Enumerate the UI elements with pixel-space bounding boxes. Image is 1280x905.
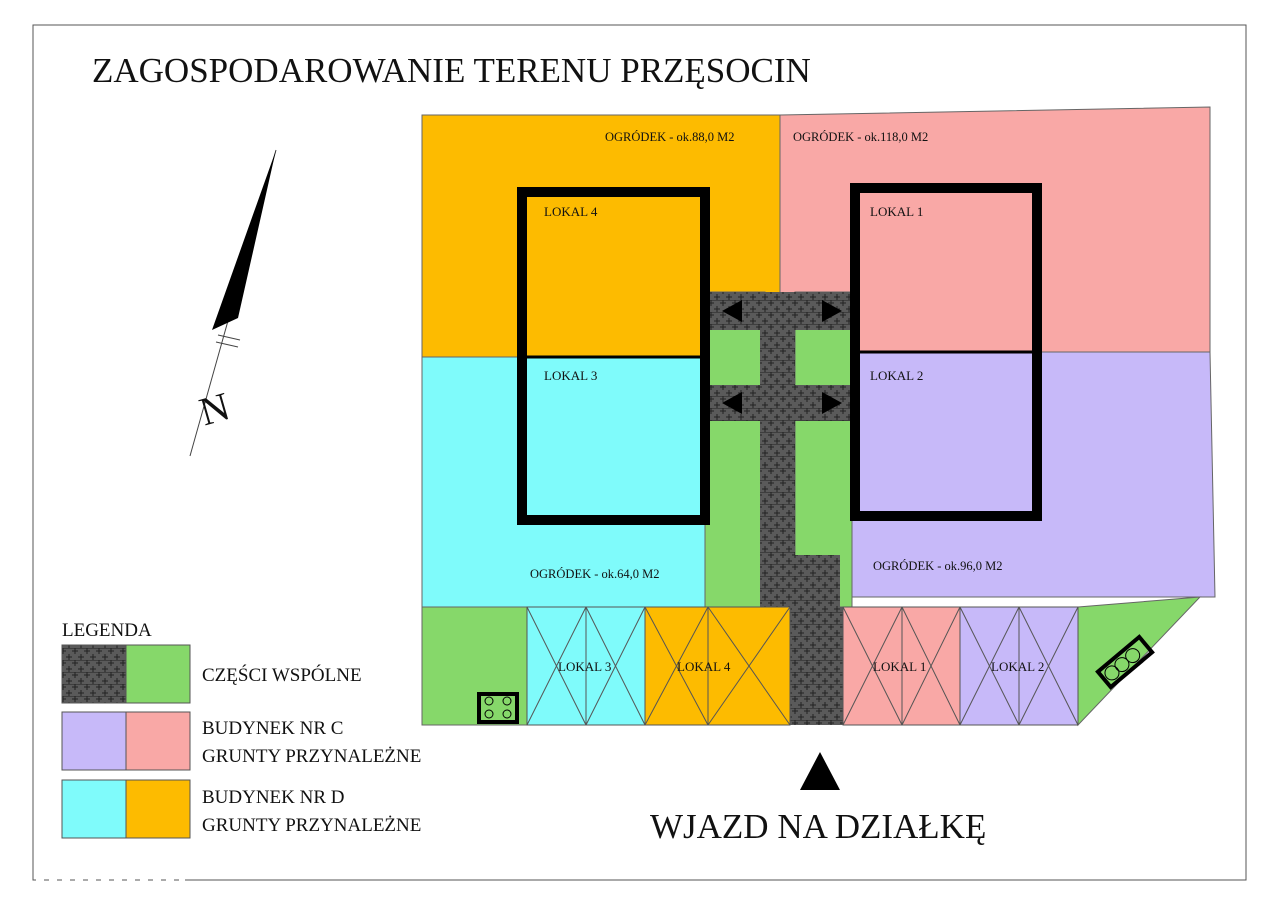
common-green [704,291,766,608]
garage-label: LOKAL 3 [558,659,611,674]
drawing-frame [32,24,1247,881]
garage-label: LOKAL 4 [677,659,731,674]
legend-item-label: GRUNTY PRZYNALEŻNE [202,746,421,767]
north-arrow-icon: N [189,149,277,457]
waste-bins-icon [477,692,519,724]
entrance-arrows [722,300,842,414]
page-title: ZAGOSPODAROWANIE TERENU PRZĘSOCIN [92,51,811,90]
entrance-label: WJAZD NA DZIAŁKĘ [650,807,986,846]
legend-title: LEGENDA [62,620,152,641]
garden-label: OGRÓDEK - ok.64,0 M2 [530,567,660,581]
garden-label: OGRÓDEK - ok.96,0 M2 [873,559,1003,573]
unit-label: LOKAL 4 [544,204,598,219]
legend-item-label: CZĘŚCI WSPÓLNE [202,664,362,686]
garden-label: OGRÓDEK - ok.88,0 M2 [605,130,735,144]
building-d [517,187,710,525]
legend-item-label: BUDYNEK NR C [202,718,343,739]
entrance-arrow-icon [800,752,840,790]
waste-bins-icon [1095,634,1155,690]
legend-item-label: BUDYNEK NR D [202,787,345,808]
unit-label: LOKAL 1 [870,204,923,219]
garages [526,606,1079,726]
garage-label: LOKAL 1 [873,659,926,674]
garden-label: OGRÓDEK - ok.118,0 M2 [793,130,928,144]
building-c [850,183,1042,521]
legend-item-label: GRUNTY PRZYNALEŻNE [202,815,421,836]
garage-label: LOKAL 2 [991,659,1044,674]
unit-label: LOKAL 3 [544,368,597,383]
legend: LEGENDA CZĘŚCI WSPÓLNE BUDYNEK NR C GRUN… [61,620,421,839]
unit-label: LOKAL 2 [870,368,923,383]
site-parcels [421,106,1216,727]
north-letter: N [194,383,234,434]
